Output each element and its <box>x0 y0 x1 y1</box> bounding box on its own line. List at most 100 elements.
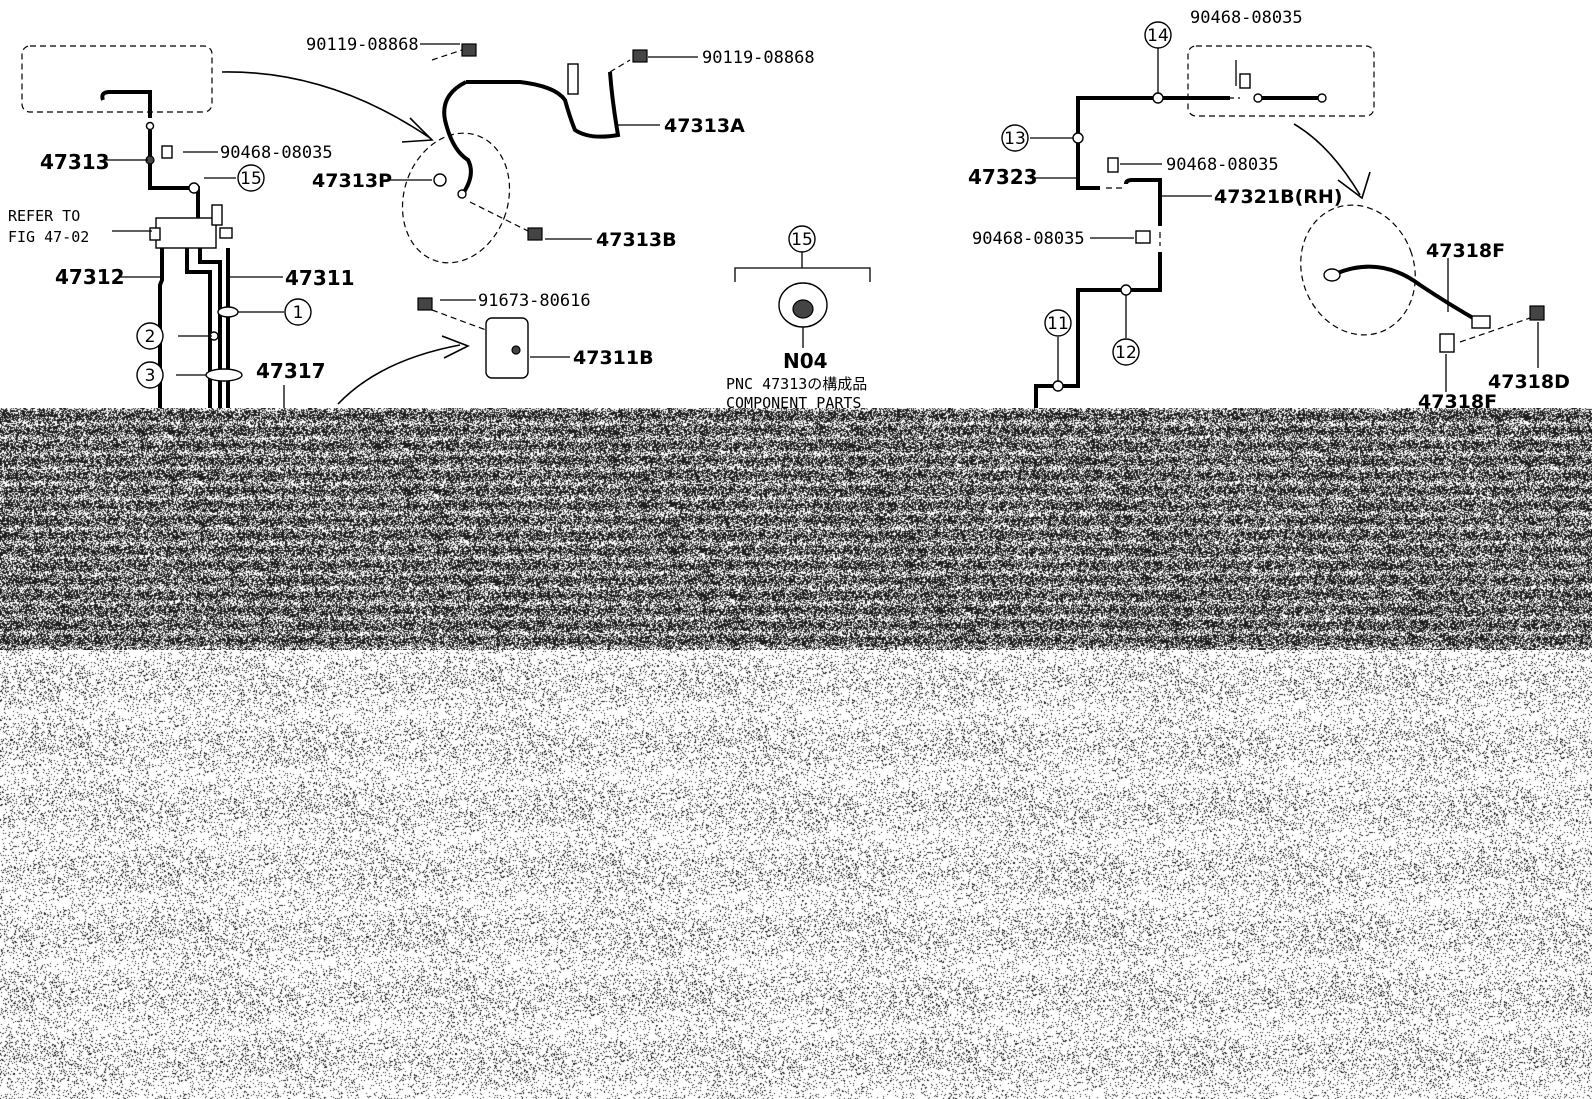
bolt-47318D <box>1529 305 1545 321</box>
callout-text-15-left: 15 <box>240 169 262 189</box>
callout-text-13: 13 <box>1004 129 1026 149</box>
label-47313B: 47313B <box>596 229 677 251</box>
pipe-47321B <box>1124 178 1162 226</box>
arrow-head-1 <box>401 117 434 143</box>
valve-port-far <box>219 227 233 239</box>
hose-47313P <box>442 80 473 197</box>
callout-11 <box>1044 309 1072 337</box>
pipe-47311-a <box>185 248 212 408</box>
label-91673: 91673-80616 <box>478 291 591 311</box>
scan-noise-band <box>0 408 1592 650</box>
label-47312: 47312 <box>55 265 125 289</box>
label-47321B: 47321B(RH) <box>1214 186 1342 208</box>
hose-end-left <box>1323 268 1341 282</box>
pipe-47313 <box>148 130 200 218</box>
union-47313P <box>433 173 447 187</box>
hose-47313A <box>466 71 621 139</box>
callout-text-12: 12 <box>1115 343 1137 363</box>
union-b <box>457 189 467 199</box>
inset-pipe-end-r <box>1317 93 1327 103</box>
clip-90468-top <box>1239 73 1251 89</box>
label-47318F-bottom: 47318F <box>1418 391 1497 413</box>
dash-bolt-47313B <box>469 201 531 233</box>
pipe-47311-b <box>198 248 222 408</box>
dash-bolt-left <box>431 49 463 61</box>
grommet-15-left <box>188 182 200 194</box>
arrow-to-bracket <box>337 344 461 405</box>
label-47318F-top: 47318F <box>1426 240 1505 262</box>
label-90468-top: 90468-08035 <box>1190 8 1303 28</box>
scan-noise-lower <box>0 650 1592 1099</box>
clamp-3 <box>205 368 243 382</box>
inset-pipe-end-l <box>1253 93 1263 103</box>
pipe-lower <box>1034 252 1162 408</box>
pipe-end-47313 <box>145 121 155 131</box>
note-japanese: PNC 47313の構成品 <box>726 375 867 393</box>
label-refer-2: FIG 47-02 <box>8 228 89 246</box>
clamp-1 <box>217 306 239 318</box>
callout-2 <box>136 322 164 350</box>
callout-12 <box>1112 338 1140 366</box>
bracket-n04 <box>734 267 871 282</box>
joint-14 <box>1152 92 1164 104</box>
label-90468-r2: 90468-08035 <box>972 229 1085 249</box>
bracket-47313A <box>567 63 579 95</box>
label-90119-left: 90119-08868 <box>306 35 419 55</box>
callout-1 <box>284 298 312 326</box>
hose-detail-circle-right <box>1300 204 1416 336</box>
arrow-head-3 <box>1337 171 1371 200</box>
arrow-to-hose-detail <box>221 71 431 139</box>
callout-3 <box>136 361 164 389</box>
label-90468-r1: 90468-08035 <box>1166 155 1279 175</box>
label-47313P: 47313P <box>312 170 392 192</box>
label-n04: N04 <box>783 349 828 373</box>
dash-47318D <box>1459 317 1531 343</box>
bracket-47311B <box>485 317 529 379</box>
bolt-90119-left <box>461 43 477 57</box>
callout-text-15-mid: 15 <box>791 230 813 250</box>
inset-pipe-left <box>100 90 152 118</box>
label-47311B: 47311B <box>573 347 654 369</box>
label-47313A: 47313A <box>664 115 745 137</box>
grommet-n04-center <box>792 299 814 319</box>
callout-text-14: 14 <box>1147 26 1169 46</box>
joint-12 <box>1120 284 1132 296</box>
callout-13 <box>1001 124 1029 152</box>
clip-90468-r2 <box>1135 230 1151 244</box>
valve-port-right <box>211 204 223 226</box>
valve-port-left <box>149 227 161 241</box>
label-47317: 47317 <box>256 359 326 383</box>
label-47311: 47311 <box>285 266 355 290</box>
clip-47318E <box>1439 333 1455 353</box>
label-90468-a: 90468-08035 <box>220 143 333 163</box>
inset-box-left <box>21 45 213 113</box>
joint-13 <box>1072 132 1084 144</box>
label-47323: 47323 <box>968 165 1038 189</box>
callout-text-1: 1 <box>293 303 304 323</box>
joint-11 <box>1052 380 1064 392</box>
bolt-90119-right <box>632 49 648 63</box>
callout-14 <box>1144 21 1172 49</box>
bracket-hole <box>511 345 521 355</box>
bolt-47313B <box>527 227 543 241</box>
bolt-91673 <box>417 297 433 311</box>
callout-text-2: 2 <box>145 327 156 347</box>
inset-box-right <box>1187 45 1375 117</box>
callout-text-3: 3 <box>145 366 156 386</box>
label-90119-right: 90119-08868 <box>702 48 815 68</box>
hose-47318F <box>1334 264 1481 324</box>
dash-bolt-right <box>609 59 631 73</box>
arrow-head-2 <box>441 335 470 359</box>
label-47313: 47313 <box>40 150 110 174</box>
valve-block <box>155 217 217 249</box>
callout-text-11: 11 <box>1047 314 1069 334</box>
note-english: COMPONENT PARTS <box>726 394 861 412</box>
clip-90468-a <box>161 145 173 159</box>
label-refer-1: REFER TO <box>8 207 80 225</box>
callout-15-left <box>237 164 265 192</box>
hose-detail-circle <box>401 132 511 264</box>
hose-end-right <box>1471 315 1491 329</box>
label-47318D: 47318D <box>1488 371 1570 393</box>
